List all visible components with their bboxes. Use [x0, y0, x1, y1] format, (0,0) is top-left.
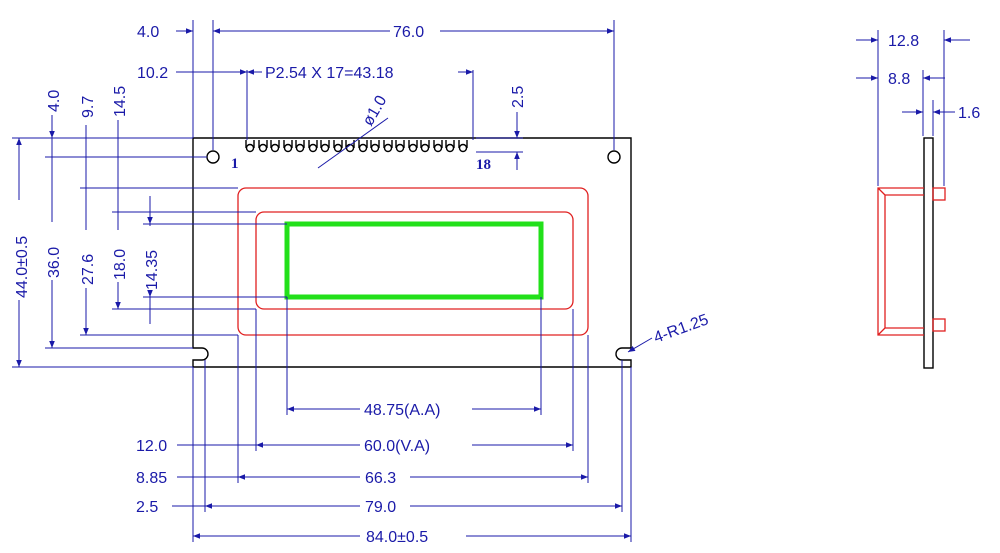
dim-view-height: 18.0 [112, 249, 129, 280]
side-dimension-lines [856, 30, 970, 186]
dim-height-total: 44.0±0.5 [14, 236, 31, 298]
dim-offset-2: 9.7 [80, 96, 97, 118]
viewing-area-outline [255, 211, 574, 310]
side-pin-lower [932, 318, 946, 332]
dim-active-height: 14.35 [144, 250, 161, 290]
dim-pin-offset: 10.2 [137, 65, 168, 82]
dim-left-margin: 4.0 [137, 24, 159, 41]
dim-offset-holes: 2.5 [136, 499, 158, 516]
dim-hole-height: 36.0 [46, 247, 63, 278]
active-area [284, 221, 544, 300]
pin-18-label: 18 [476, 157, 491, 173]
dim-holes-width: 79.0 [365, 499, 396, 516]
dim-depth-total: 12.8 [888, 33, 919, 50]
corner-radius-leader [627, 337, 653, 353]
side-pin-upper [932, 187, 946, 201]
dim-pin-hole-diameter: ø1.0 [360, 93, 391, 129]
dim-offset-bezel: 8.85 [136, 470, 167, 487]
dim-hole-spacing: 76.0 [393, 24, 424, 41]
dim-bezel-height: 27.6 [80, 254, 97, 285]
dim-active-area-width: 48.75(A.A) [364, 402, 440, 419]
dim-offset-3: 14.5 [112, 86, 129, 117]
side-pcb [923, 137, 934, 369]
side-bezel [877, 187, 924, 336]
dim-view-area-width: 60.0(V.A) [364, 438, 430, 455]
pin-1-label: 1 [231, 156, 239, 172]
dim-pin-top-offset: 2.5 [510, 86, 527, 108]
dim-corner-radius: 4-R1.25 [652, 311, 711, 346]
mounting-hole-right [607, 150, 621, 164]
dim-depth-bezel: 8.8 [888, 71, 910, 88]
pcb-outline [192, 137, 632, 368]
dim-bezel-width: 66.3 [365, 470, 396, 487]
dim-pcb-thickness: 1.6 [958, 105, 980, 122]
dim-pin-pitch: P2.54 X 17=43.18 [265, 65, 394, 82]
top-dimension-lines [176, 20, 615, 170]
dim-width-total: 84.0±0.5 [366, 529, 428, 546]
dim-offset-1: 4.0 [46, 90, 63, 112]
pin-header [245, 140, 468, 153]
mounting-hole-left [206, 150, 220, 164]
bottom-dimension-lines [172, 297, 632, 542]
dim-offset-va: 12.0 [136, 438, 167, 455]
left-dimension-lines [12, 115, 287, 368]
bezel-outline [237, 187, 589, 336]
